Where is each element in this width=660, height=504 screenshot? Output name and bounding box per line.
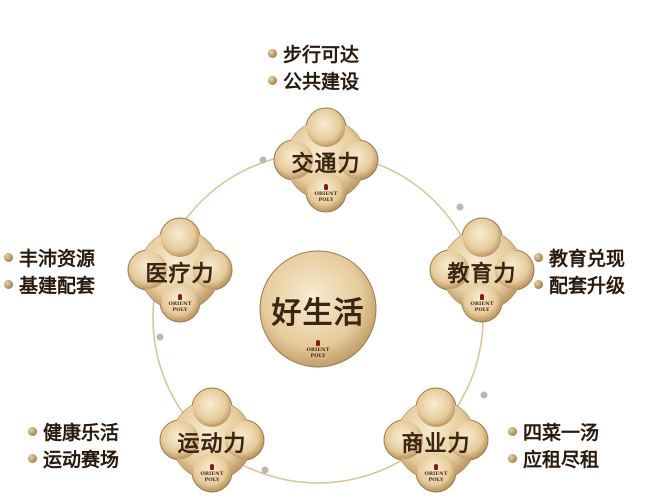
list-item: 步行可达 xyxy=(268,40,359,67)
list-item: 教育兑现 xyxy=(534,244,625,271)
list-item: 配套升级 xyxy=(534,271,625,298)
node-commerce: 商业力 ORIENT POLY xyxy=(382,387,490,493)
ring-dot xyxy=(456,203,464,211)
ring-dot xyxy=(480,391,488,399)
node-education: 教育力 ORIENT POLY xyxy=(428,217,536,323)
list-item: 应租尽租 xyxy=(508,445,599,472)
bullet-dot-icon xyxy=(4,253,13,262)
node-education-logo: ORIENT POLY xyxy=(428,294,536,313)
node-medical: 医疗力 ORIENT POLY xyxy=(126,217,234,323)
list-item: 运动赛场 xyxy=(28,445,119,472)
node-traffic-title: 交通力 xyxy=(291,152,361,177)
bullet-dot-icon xyxy=(534,280,543,289)
bullet-dot-icon xyxy=(268,49,277,58)
bullet-dot-icon xyxy=(28,427,37,436)
bullets-commerce: 四菜一汤 应租尽租 xyxy=(508,418,599,472)
bullets-traffic: 步行可达 公共建设 xyxy=(268,40,359,94)
node-sports-title: 运动力 xyxy=(177,432,247,457)
center-title: 好生活 xyxy=(271,296,365,331)
list-item: 丰沛资源 xyxy=(4,244,95,271)
node-sports-logo: ORIENT POLY xyxy=(158,464,266,483)
bullets-sports: 健康乐活 运动赛场 xyxy=(28,418,119,472)
node-traffic: 交通力 ORIENT POLY xyxy=(272,107,380,213)
node-education-title: 教育力 xyxy=(447,262,517,287)
center-logo: ORIENT POLY xyxy=(258,340,378,359)
center-badge: 好生活 ORIENT POLY xyxy=(258,248,378,370)
list-item: 公共建设 xyxy=(268,67,359,94)
bullet-dot-icon xyxy=(268,76,277,85)
bullet-dot-icon xyxy=(508,427,517,436)
ring-dot xyxy=(259,156,267,164)
list-item: 基建配套 xyxy=(4,271,95,298)
bullets-medical: 丰沛资源 基建配套 xyxy=(4,244,95,298)
ring-dot xyxy=(261,466,269,474)
node-commerce-title: 商业力 xyxy=(401,432,471,457)
bullet-dot-icon xyxy=(28,454,37,463)
bullet-dot-icon xyxy=(508,454,517,463)
node-traffic-logo: ORIENT POLY xyxy=(272,184,380,203)
ring-dot xyxy=(156,333,164,341)
bullet-dot-icon xyxy=(534,253,543,262)
node-medical-logo: ORIENT POLY xyxy=(126,294,234,313)
list-item: 健康乐活 xyxy=(28,418,119,445)
bullets-education: 教育兑现 配套升级 xyxy=(534,244,625,298)
bullet-dot-icon xyxy=(4,280,13,289)
node-commerce-logo: ORIENT POLY xyxy=(382,464,490,483)
node-sports: 运动力 ORIENT POLY xyxy=(158,387,266,493)
node-medical-title: 医疗力 xyxy=(145,262,215,287)
list-item: 四菜一汤 xyxy=(508,418,599,445)
